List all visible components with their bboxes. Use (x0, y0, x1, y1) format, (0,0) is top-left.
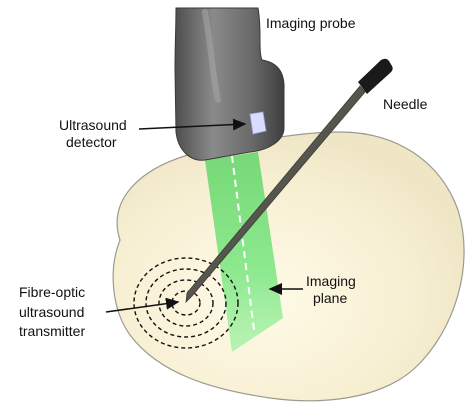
label-transmitter-line3: transmitter (19, 323, 85, 339)
label-imaging-probe: Imaging probe (266, 15, 356, 31)
label-needle: Needle (383, 96, 428, 112)
label-ultrasound-detector-line2: detector (66, 134, 117, 150)
arrow-ultrasound-detector (138, 118, 247, 131)
wave-ring-2 (158, 279, 214, 327)
label-imaging-plane-line1: Imaging (306, 273, 356, 289)
label-transmitter-line1: Fibre-optic (19, 284, 85, 300)
imaging-plane-centerline (231, 155, 255, 331)
needle-icon (358, 58, 393, 94)
wave-ring-4 (133, 257, 239, 349)
probe-highlight (202, 9, 221, 103)
label-ultrasound-detector-line1: Ultrasound (59, 117, 127, 133)
wave-ring-3 (145, 268, 227, 338)
label-transmitter-line2: ultrasound (19, 304, 84, 320)
concentric-wave-rings-icon (133, 257, 239, 349)
needle-shaft (185, 85, 366, 304)
label-imaging-plane-line2: plane (313, 290, 347, 306)
wave-ring-1 (171, 290, 201, 316)
arrow-transmitter (105, 297, 180, 313)
ultrasound-detector (249, 111, 267, 135)
